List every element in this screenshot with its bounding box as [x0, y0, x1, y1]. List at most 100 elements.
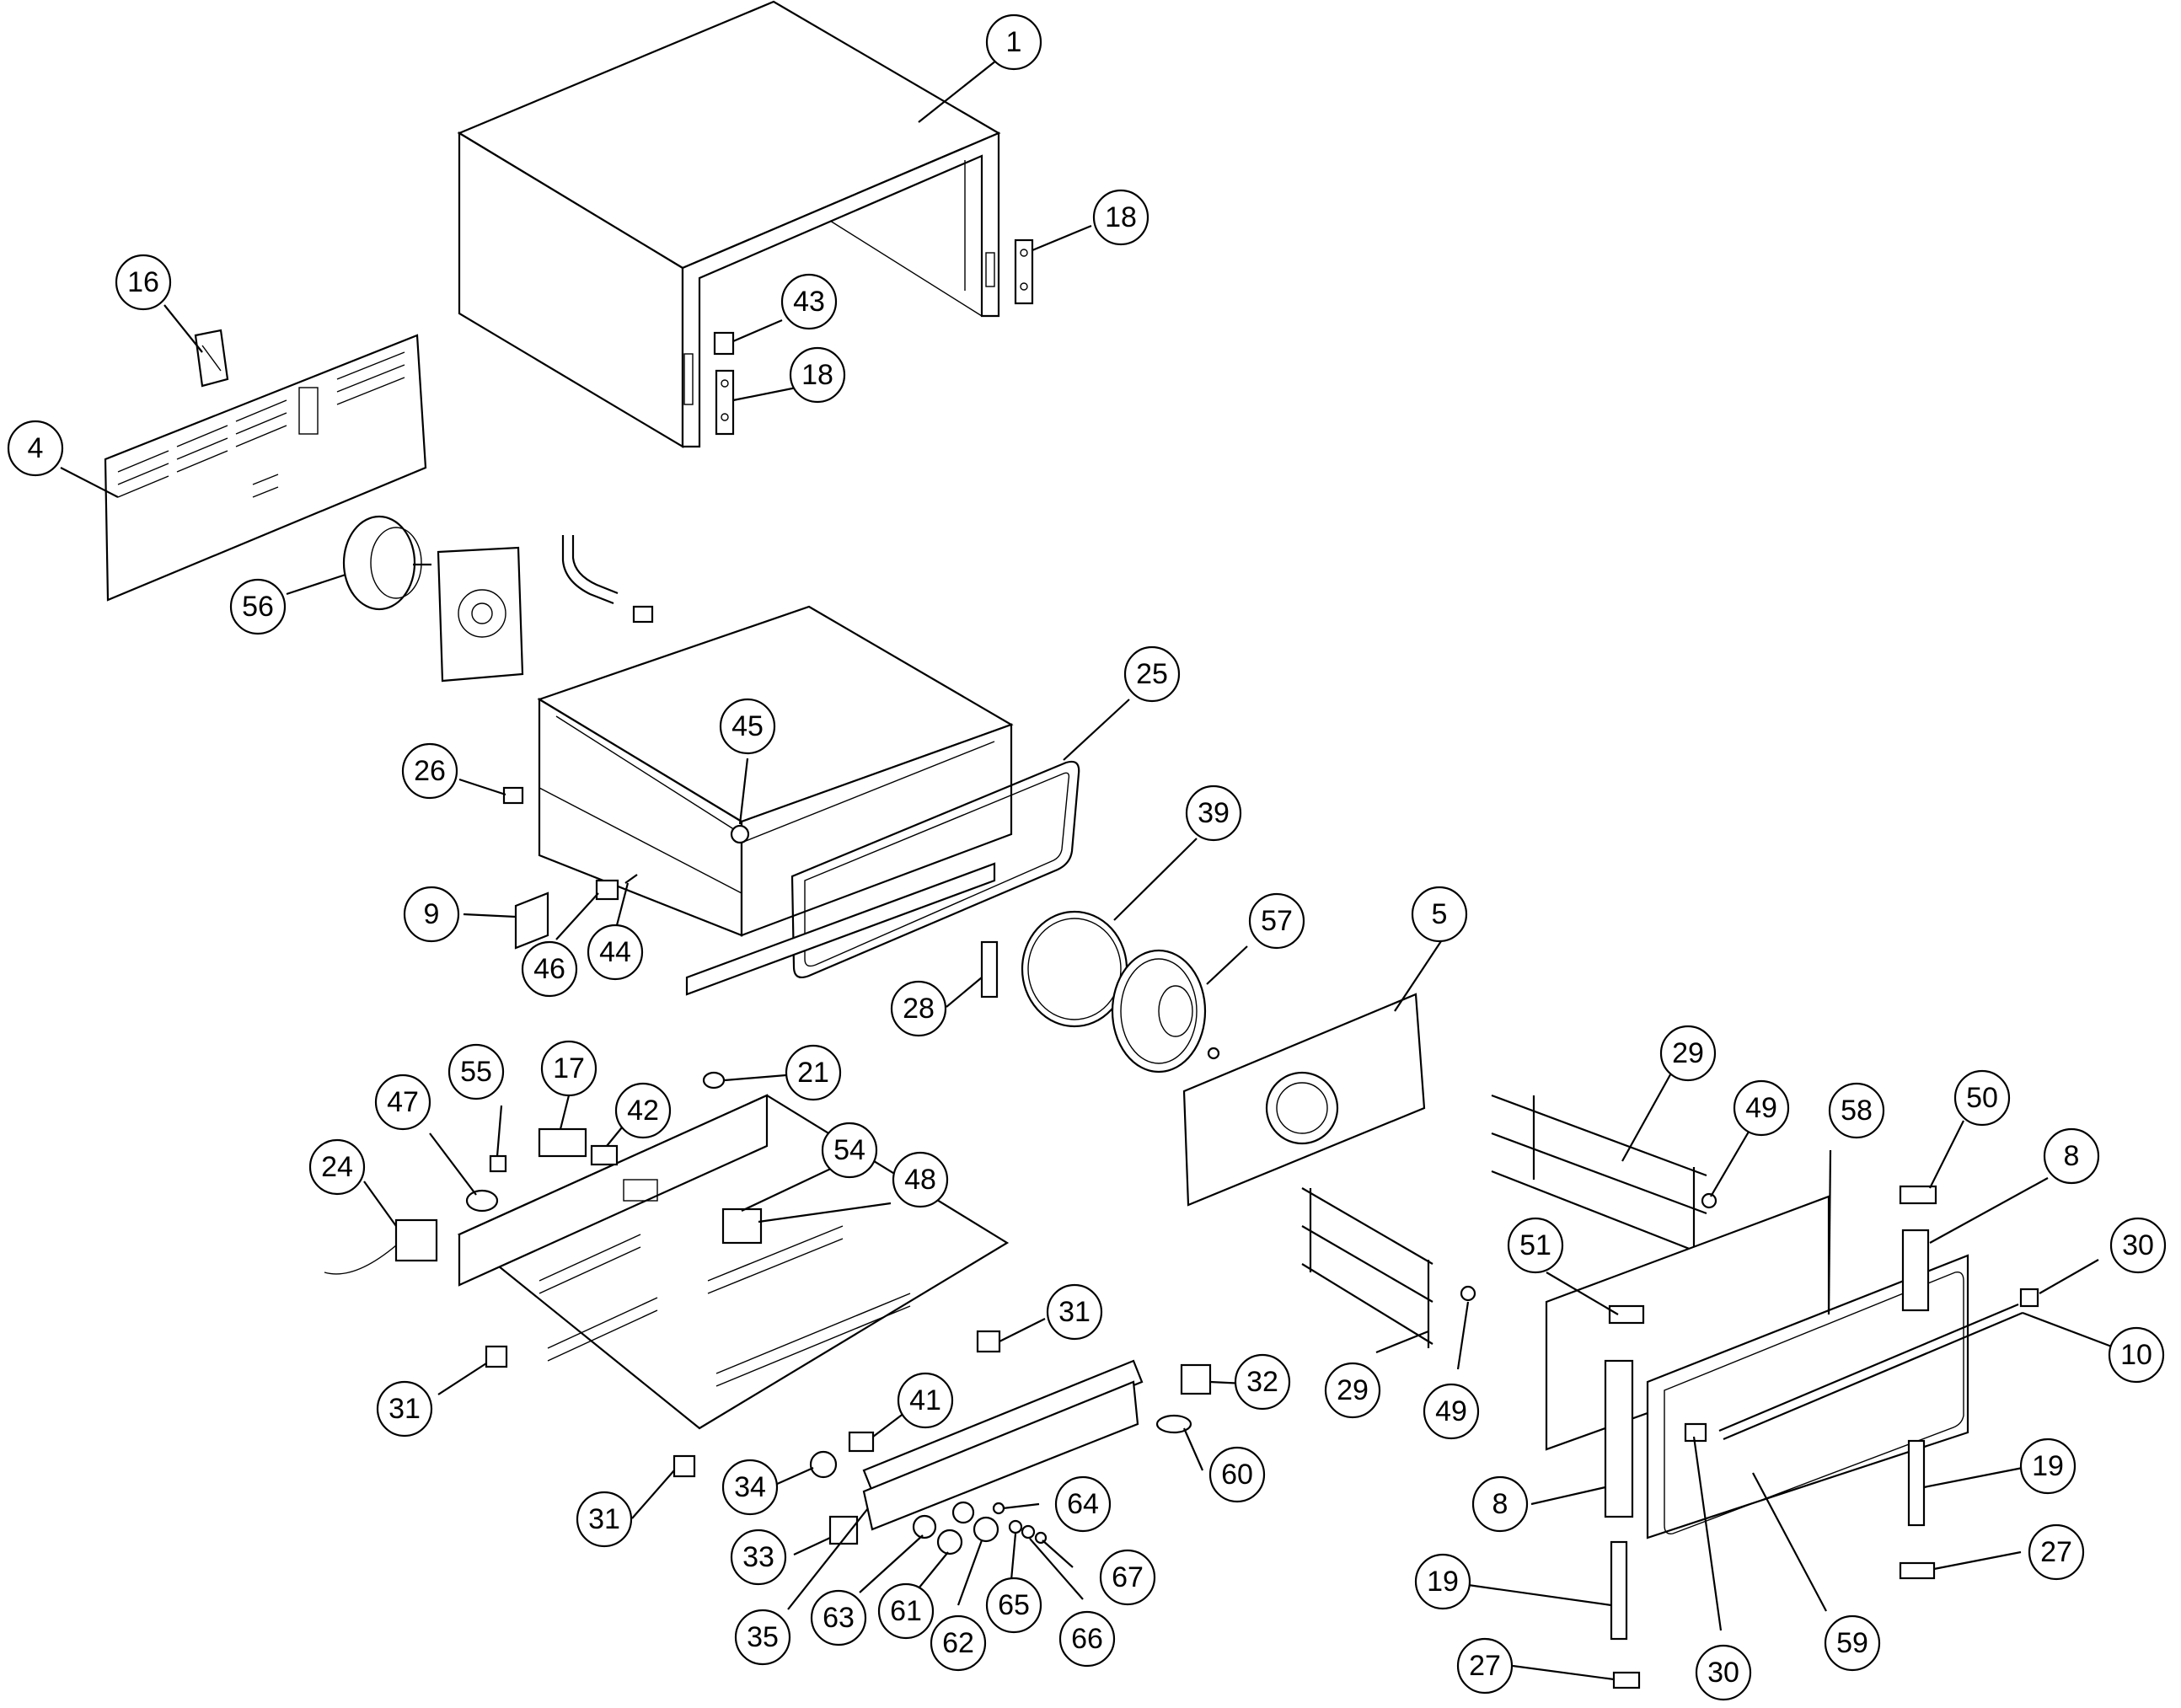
callout-56: 56 [229, 578, 287, 635]
rail-bracket [685, 862, 996, 996]
callout-label: 49 [1745, 1092, 1777, 1124]
callout-label: 64 [1067, 1488, 1099, 1520]
callout-label: 27 [1469, 1650, 1501, 1682]
callout-label: 43 [793, 286, 825, 318]
callout-label: 31 [389, 1393, 421, 1425]
callout-label: 66 [1071, 1623, 1103, 1655]
callout-25: 25 [1123, 645, 1181, 703]
door-post-8-lower [1604, 1359, 1634, 1518]
callout-65: 65 [985, 1577, 1042, 1634]
callout-label: 29 [1672, 1037, 1704, 1069]
callout-34: 34 [721, 1459, 779, 1516]
clip-27-right [1899, 1561, 1936, 1580]
knob-34 [809, 1450, 838, 1479]
callout-label: 45 [731, 710, 764, 742]
callout-8-upper: 8 [2043, 1127, 2100, 1185]
callout-label: 51 [1519, 1229, 1551, 1261]
clip-27-left [1612, 1671, 1641, 1689]
callout-35: 35 [734, 1609, 791, 1666]
bracket-clip-16 [194, 329, 229, 388]
callout-19-right: 19 [2019, 1438, 2077, 1495]
callout-label: 31 [1058, 1296, 1090, 1328]
callout-label: 67 [1112, 1561, 1144, 1593]
callout-43: 43 [780, 273, 838, 330]
callout-49-upper: 49 [1733, 1079, 1790, 1137]
callout-label: 8 [2064, 1140, 2080, 1172]
callout-55: 55 [447, 1043, 505, 1100]
door-handle [1718, 1303, 2023, 1441]
callout-57: 57 [1248, 892, 1305, 950]
part-64 [992, 1502, 1005, 1515]
callout-label: 49 [1435, 1395, 1467, 1427]
screw-49-upper [1701, 1192, 1717, 1209]
knob-61 [936, 1529, 963, 1555]
shelf-rack-lower [1301, 1187, 1433, 1348]
callout-label: 10 [2120, 1339, 2152, 1371]
back-panel [104, 334, 427, 602]
callout-60: 60 [1208, 1446, 1266, 1503]
callout-47: 47 [374, 1074, 431, 1131]
hinge-19-left [1610, 1540, 1628, 1641]
callout-label: 55 [460, 1056, 492, 1088]
callout-label: 26 [414, 755, 446, 787]
callout-4: 4 [7, 420, 64, 477]
part-60 [1155, 1414, 1192, 1434]
callout-58: 58 [1828, 1082, 1885, 1139]
callout-42: 42 [614, 1082, 672, 1139]
fan-wheel [1111, 949, 1220, 1074]
callout-label: 19 [1427, 1566, 1459, 1598]
door-post-8-upper [1901, 1229, 1930, 1312]
callout-21: 21 [785, 1044, 842, 1101]
part-32 [1180, 1363, 1212, 1395]
callout-label: 28 [903, 993, 935, 1025]
callout-62: 62 [930, 1614, 987, 1672]
part-66 [1021, 1524, 1036, 1539]
callout-64: 64 [1054, 1475, 1112, 1533]
connector-46 [595, 879, 619, 901]
callout-label: 24 [321, 1151, 353, 1183]
callout-51: 51 [1507, 1217, 1564, 1274]
callout-label: 27 [2040, 1536, 2072, 1568]
callout-31-right: 31 [1046, 1283, 1103, 1341]
bracket-9 [514, 891, 549, 950]
callout-26: 26 [401, 742, 458, 800]
callout-label: 34 [734, 1471, 766, 1503]
callout-28: 28 [890, 980, 947, 1037]
callout-label: 32 [1246, 1366, 1278, 1398]
callout-label: 63 [823, 1602, 855, 1634]
callout-33: 33 [730, 1529, 787, 1586]
callout-label: 59 [1836, 1627, 1868, 1659]
leader-lines [60, 60, 2135, 1681]
callout-29-lower: 29 [1324, 1362, 1381, 1419]
fan-baffle-panel [1182, 993, 1426, 1207]
callout-label: 4 [28, 432, 44, 464]
callout-41: 41 [897, 1372, 954, 1429]
foot-31-c [673, 1454, 696, 1478]
callout-label: 9 [424, 898, 440, 930]
foot-31-b [976, 1330, 1001, 1353]
hinge-bracket-upper [1014, 238, 1034, 305]
fan-motor [342, 515, 654, 683]
clip-26 [502, 786, 524, 805]
callout-67: 67 [1099, 1549, 1156, 1606]
callout-label: 30 [1707, 1657, 1739, 1689]
part-42 [590, 1144, 619, 1166]
callout-label: 39 [1198, 797, 1230, 829]
callout-44: 44 [587, 924, 644, 981]
callout-8-lower: 8 [1471, 1475, 1529, 1533]
contactor-48 [721, 1207, 763, 1245]
callout-label: 30 [2122, 1229, 2154, 1261]
handle-cap-30-lower [1684, 1422, 1707, 1443]
capacitor-47 [465, 1189, 499, 1213]
foot-31-a [485, 1345, 508, 1368]
timer-24 [324, 1218, 438, 1275]
callout-label: 54 [833, 1134, 865, 1166]
callout-label: 18 [1105, 201, 1137, 233]
callout-32: 32 [1234, 1353, 1291, 1411]
callout-label: 21 [797, 1057, 829, 1089]
callout-31-left: 31 [376, 1380, 433, 1438]
callout-30-upper: 30 [2109, 1217, 2167, 1274]
door-switch-43 [713, 331, 735, 356]
callout-46: 46 [521, 940, 578, 998]
